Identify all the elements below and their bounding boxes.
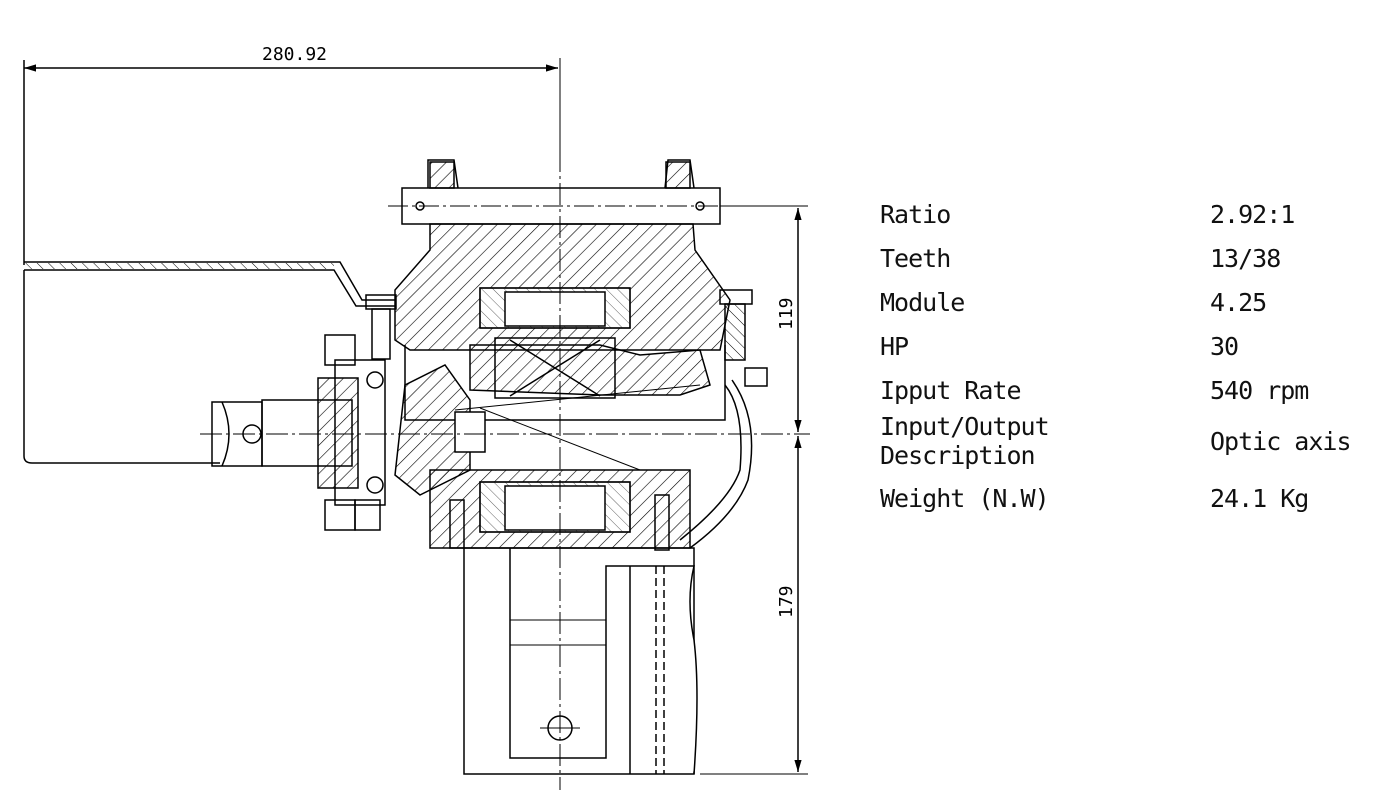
input-shaft bbox=[200, 359, 810, 506]
spec-label: Ipput Rate bbox=[880, 375, 1022, 405]
spec-row-io-description: Input/Output Description Optic axis bbox=[880, 412, 1380, 470]
guard-shield bbox=[23, 261, 395, 464]
spec-value: 2.92:1 bbox=[1210, 199, 1295, 229]
spec-row-weight: Weight (N.W) 24.1 Kg bbox=[880, 470, 1380, 526]
width-dimension-label: 280.92 bbox=[262, 44, 327, 65]
spec-row-ratio: Ratio 2.92:1 bbox=[880, 192, 1380, 236]
spec-value: 4.25 bbox=[1210, 287, 1267, 317]
spec-row-teeth: Teeth 13/38 bbox=[880, 236, 1380, 280]
top-mount bbox=[388, 159, 740, 225]
spec-label: Teeth bbox=[880, 243, 951, 273]
spec-label: HP bbox=[880, 331, 909, 361]
spec-row-module: Module 4.25 bbox=[880, 280, 1380, 324]
spec-label: Weight (N.W) bbox=[880, 483, 1050, 513]
lower-height-label: 179 bbox=[776, 585, 797, 618]
vertical-shaft bbox=[479, 150, 631, 790]
bolts bbox=[324, 289, 768, 551]
spec-table: Ratio 2.92:1 Teeth 13/38 Module 4.25 HP … bbox=[880, 192, 1380, 526]
spec-value: Optic axis bbox=[1210, 426, 1352, 456]
spec-value: 30 bbox=[1210, 331, 1239, 361]
spec-label: Ratio bbox=[880, 199, 951, 229]
spec-row-input-rate: Ipput Rate 540 rpm bbox=[880, 368, 1380, 412]
lower-housing bbox=[463, 547, 698, 775]
spec-label: Module bbox=[880, 287, 965, 317]
spec-value: 540 rpm bbox=[1210, 375, 1309, 405]
spec-row-hp: HP 30 bbox=[880, 324, 1380, 368]
spec-value: 24.1 Kg bbox=[1210, 483, 1309, 513]
upper-height-label: 119 bbox=[776, 297, 797, 330]
bevel-gear bbox=[394, 344, 711, 496]
spec-label: Input/Output Description bbox=[880, 412, 1050, 470]
spec-value: 13/38 bbox=[1210, 243, 1281, 273]
height-dimensions bbox=[700, 205, 808, 775]
